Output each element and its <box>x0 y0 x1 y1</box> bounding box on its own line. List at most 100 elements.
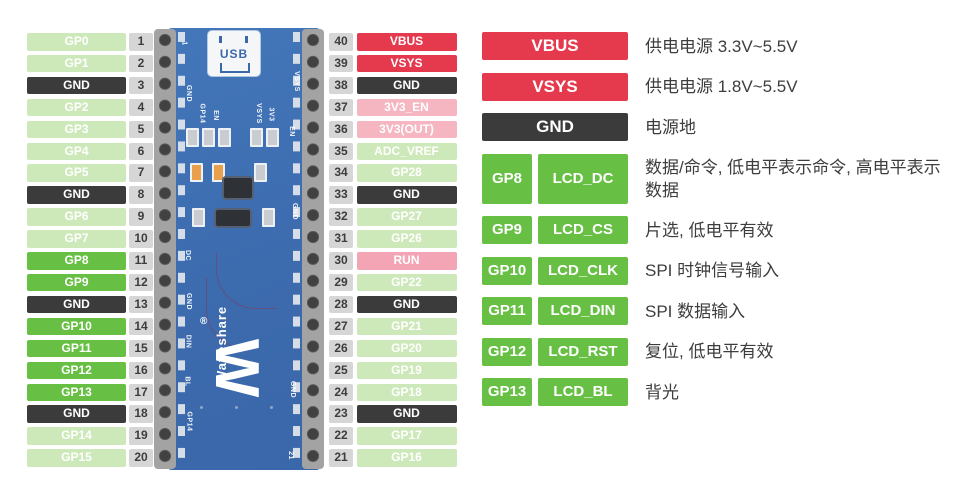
pin-label: GP8 <box>27 252 126 270</box>
smd-component <box>266 128 279 147</box>
pin-number: 38 <box>329 76 353 95</box>
pin-label: GP3 <box>27 120 126 139</box>
pin-label: GP27 <box>356 208 457 226</box>
pin-label: VBUS <box>356 33 457 51</box>
pin-number: 16 <box>129 361 153 380</box>
pin-label: GP10 <box>27 317 126 336</box>
legend-signal-box: LCD_DC <box>538 153 628 204</box>
silkscreen-label: GP14 <box>185 411 193 432</box>
legend-signal-box: LCD_CS <box>538 216 628 244</box>
silkscreen-label: GND <box>185 84 193 103</box>
legend-signal-box: LCD_CLK <box>538 256 628 285</box>
legend-signal-box: LCD_RST <box>538 337 628 366</box>
pin-number: 4 <box>129 98 153 117</box>
pin-label: 3V3_EN <box>356 98 457 117</box>
silkscreen-label: 21 <box>286 451 294 460</box>
pin-number: 32 <box>329 208 353 226</box>
legend: VBUS 供电电源 3.3V~5.5V VSYS 供电电源 1.8V~5.5V … <box>482 32 952 419</box>
pin-number: 26 <box>329 339 353 358</box>
smd-component <box>254 163 267 182</box>
pin-number: 13 <box>129 295 153 314</box>
legend-description: 数据/命令, 低电平表示命令, 高电平表示数据 <box>645 157 941 200</box>
pin-number: 36 <box>329 120 353 139</box>
smd-component <box>218 128 231 147</box>
pico-board: USB 1 GND GP14 EN VSYS 3V3 VSYS EN DC GN… <box>154 28 324 470</box>
silkscreen-label: BL <box>183 376 191 387</box>
pin-label: GP7 <box>27 230 126 248</box>
legend-pin-box: GP11 <box>482 297 532 325</box>
waveshare-brand: Waveshare <box>214 305 229 383</box>
legend-signal-box: LCD_BL <box>538 378 628 406</box>
pin-header-right <box>302 29 324 469</box>
legend-description: 供电电源 1.8V~5.5V <box>645 77 798 96</box>
silkscreen-label: VSYS <box>292 71 300 92</box>
pin-label: GP0 <box>27 33 126 51</box>
legend-row: GP10 LCD_CLK SPI 时钟信号输入 <box>482 256 952 285</box>
silkscreen-label: 1 <box>180 41 188 46</box>
legend-description: 复位, 低电平有效 <box>645 342 774 361</box>
pin-label: GP17 <box>356 427 457 445</box>
registered-mark: ® <box>200 316 208 327</box>
legend-row: GP12 LCD_RST 复位, 低电平有效 <box>482 337 952 366</box>
legend-row: GP9 LCD_CS 片选, 低电平有效 <box>482 216 952 244</box>
pin-number: 33 <box>329 186 353 204</box>
pin-label: GP21 <box>356 317 457 336</box>
ic-chip <box>224 178 252 198</box>
pin-label: 3V3(OUT) <box>356 120 457 139</box>
pin-number: 3 <box>129 76 153 95</box>
solder-pads-right <box>293 32 300 468</box>
pin-number: 17 <box>129 383 153 401</box>
regulator-chip <box>216 210 250 226</box>
usb-connector: USB <box>208 31 260 76</box>
legend-row: GP8 LCD_DC 数据/命令, 低电平表示命令, 高电平表示数据 <box>482 153 952 204</box>
silkscreen-label: GND <box>291 202 299 221</box>
pin-label: GND <box>356 76 457 95</box>
pin-number: 5 <box>129 120 153 139</box>
pin-number: 9 <box>129 208 153 226</box>
legend-description: 背光 <box>645 382 679 402</box>
pin-label: RUN <box>356 252 457 270</box>
smd-component <box>186 128 199 147</box>
pin-number: 2 <box>129 54 153 73</box>
legend-signal-box: GND <box>482 113 628 141</box>
pin-label: GP9 <box>27 273 126 292</box>
pin-label: GP26 <box>356 230 457 248</box>
pin-number: 24 <box>329 383 353 401</box>
pin-label: GP1 <box>27 54 126 73</box>
pin-label: GND <box>356 405 457 423</box>
silkscreen-label: 3V3 <box>267 107 275 122</box>
pcb-dot <box>235 406 238 409</box>
pin-number: 14 <box>129 317 153 336</box>
legend-pin-box: GP8 <box>482 153 532 204</box>
pin-label: GP4 <box>27 142 126 161</box>
usb-outline <box>220 63 250 73</box>
usb-label: USB <box>219 47 249 61</box>
pin-number: 12 <box>129 273 153 292</box>
pin-label: GP13 <box>27 383 126 401</box>
waveshare-logo-w: W <box>202 338 271 398</box>
pin-number: 27 <box>329 317 353 336</box>
pin-number: 21 <box>329 449 353 467</box>
legend-signal-box: LCD_DIN <box>538 297 628 325</box>
legend-pin-box: GP12 <box>482 337 532 366</box>
pin-label: GP2 <box>27 98 126 117</box>
